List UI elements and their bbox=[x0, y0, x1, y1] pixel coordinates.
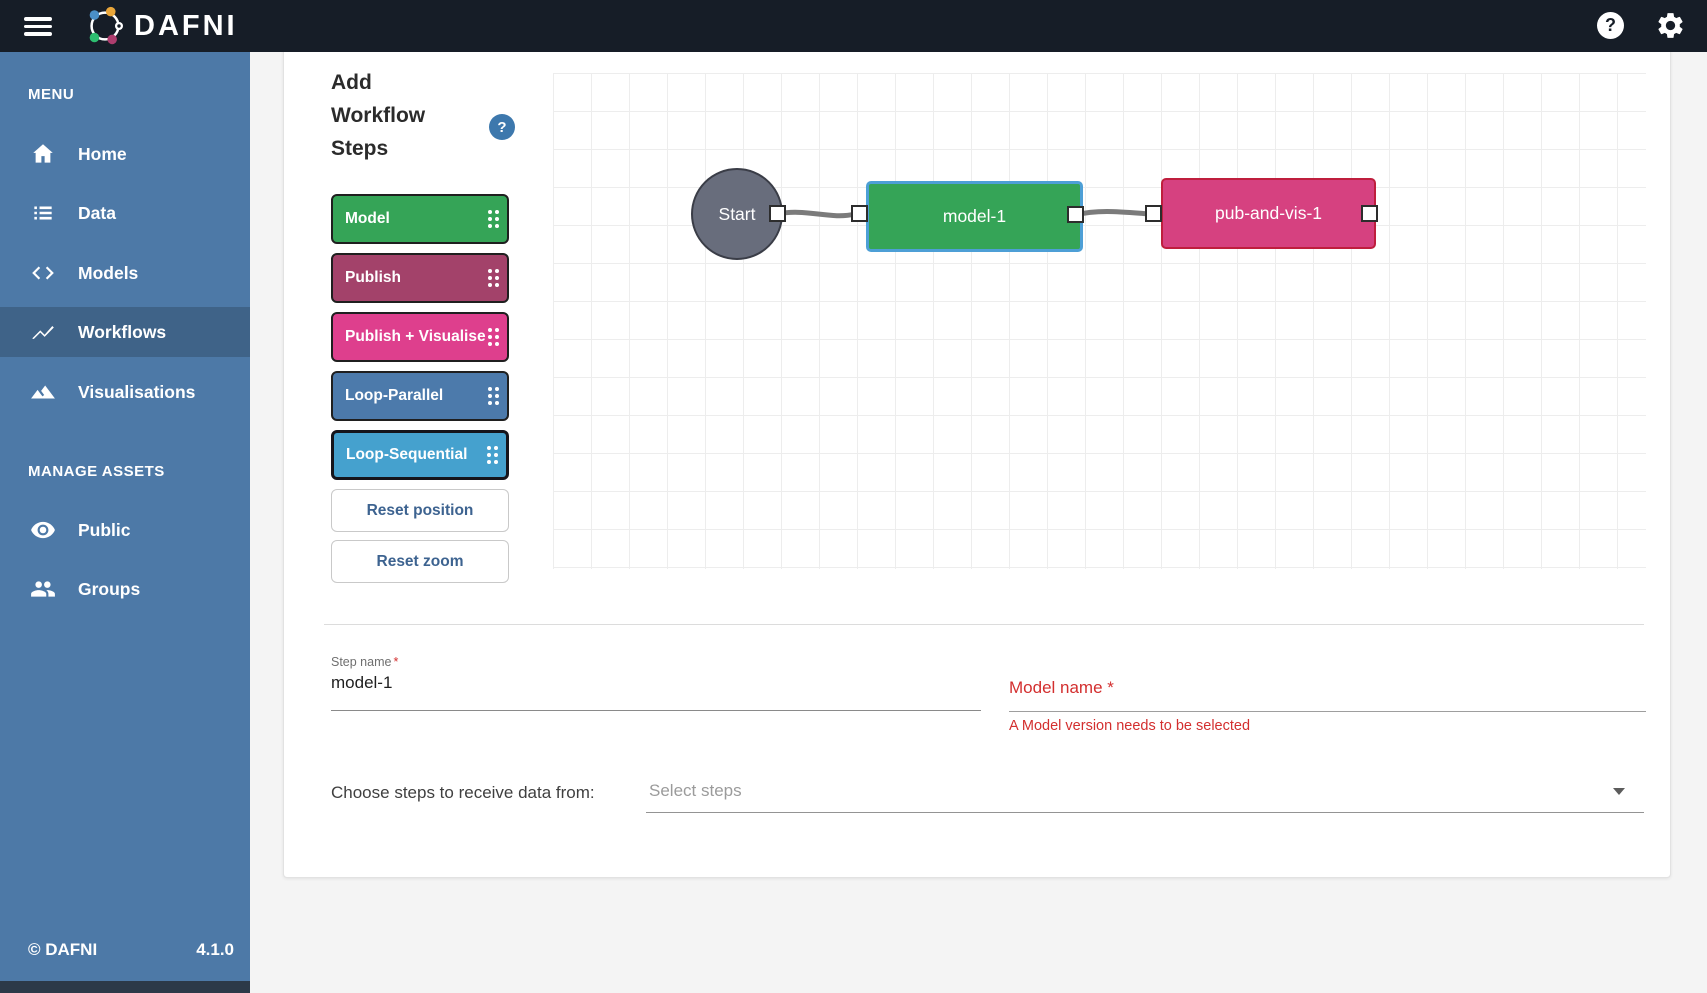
add-publish-visualise-step-button[interactable]: Publish + Visualise bbox=[331, 312, 509, 362]
hamburger-menu-icon[interactable] bbox=[24, 13, 54, 39]
sidebar-item-label: Home bbox=[78, 143, 127, 164]
port-pub-and-vis-1-output[interactable] bbox=[1361, 205, 1378, 222]
step-name-input[interactable]: model-1 bbox=[331, 673, 393, 692]
sidebar-item-label: Models bbox=[78, 262, 139, 283]
node-model-1[interactable]: model-1 bbox=[866, 181, 1083, 252]
drag-handle-icon bbox=[488, 387, 499, 405]
sidebar-item-home[interactable]: Home bbox=[0, 129, 250, 179]
port-start-output[interactable] bbox=[769, 205, 786, 222]
sidebar-item-label: Groups bbox=[78, 578, 141, 599]
step-button-label: Loop-Sequential bbox=[346, 446, 468, 463]
step-name-underline bbox=[331, 710, 981, 711]
sidebar-bottom-strip bbox=[0, 981, 250, 993]
step-button-label: Model bbox=[345, 210, 390, 227]
sidebar-item-public[interactable]: Public bbox=[0, 505, 250, 555]
form-divider bbox=[324, 624, 1644, 625]
app-bar: DAFNI ? bbox=[0, 0, 1707, 52]
question-mark-icon: ? bbox=[497, 118, 507, 136]
menu-section-label: MENU bbox=[28, 86, 75, 103]
version-text: 4.1.0 bbox=[196, 940, 234, 959]
dafni-logo-icon bbox=[89, 6, 124, 45]
add-loop-parallel-step-button[interactable]: Loop-Parallel bbox=[331, 371, 509, 421]
panel-heading: Add Workflow Steps bbox=[331, 71, 426, 160]
gear-icon bbox=[1658, 13, 1683, 38]
mountain-icon bbox=[30, 379, 56, 405]
sidebar-item-visualisations[interactable]: Visualisations bbox=[0, 367, 250, 417]
help-button[interactable]: ? bbox=[1597, 12, 1624, 39]
sidebar-item-workflows[interactable]: Workflows bbox=[0, 307, 250, 357]
reset-position-button[interactable]: Reset position bbox=[331, 489, 509, 532]
chevron-down-icon[interactable] bbox=[1613, 788, 1625, 795]
port-model-1-input[interactable] bbox=[851, 205, 868, 222]
people-icon bbox=[30, 576, 56, 602]
step-buttons-column: Model Publish Publish + Visualise Loop-P… bbox=[331, 194, 509, 583]
step-button-label: Loop-Parallel bbox=[345, 387, 444, 404]
eye-icon bbox=[30, 517, 56, 543]
sidebar-item-label: Workflows bbox=[78, 321, 167, 342]
reset-zoom-button[interactable]: Reset zoom bbox=[331, 540, 509, 583]
drag-handle-icon bbox=[488, 269, 499, 287]
step-button-label: Publish bbox=[345, 269, 401, 286]
node-pub-and-vis-1[interactable]: pub-and-vis-1 bbox=[1161, 178, 1376, 249]
edge-model-1-to-pub-and-vis-1 bbox=[1072, 208, 1152, 218]
code-icon bbox=[30, 260, 56, 286]
node-label: model-1 bbox=[942, 206, 1007, 226]
add-publish-step-button[interactable]: Publish bbox=[331, 253, 509, 303]
receive-from-label: Choose steps to receive data from: bbox=[331, 783, 595, 802]
brand-name: DAFNI bbox=[134, 9, 238, 42]
sidebar-item-label: Data bbox=[78, 202, 116, 223]
drag-handle-icon bbox=[488, 210, 499, 228]
receive-from-select[interactable]: Select steps bbox=[649, 781, 742, 800]
copyright-text: © DAFNI bbox=[28, 940, 98, 959]
node-label: Start bbox=[718, 203, 756, 224]
sidebar: MENU Home Data Models Workflows bbox=[0, 52, 250, 993]
port-pub-and-vis-1-input[interactable] bbox=[1145, 205, 1162, 222]
receive-from-underline bbox=[646, 812, 1644, 813]
required-asterisk: * bbox=[393, 655, 399, 669]
trend-line-icon bbox=[30, 319, 56, 345]
add-loop-sequential-step-button[interactable]: Loop-Sequential bbox=[331, 430, 509, 480]
list-icon bbox=[30, 200, 56, 226]
sidebar-item-data[interactable]: Data bbox=[0, 188, 250, 238]
drag-handle-icon bbox=[488, 328, 499, 346]
sidebar-item-models[interactable]: Models bbox=[0, 248, 250, 298]
manage-assets-section-label: MANAGE ASSETS bbox=[28, 463, 165, 480]
settings-button[interactable] bbox=[1655, 10, 1686, 41]
workflow-canvas[interactable]: Start model-1 pub-and-vis-1 bbox=[553, 73, 1646, 569]
node-start[interactable]: Start bbox=[691, 168, 783, 260]
drag-handle-icon bbox=[487, 446, 498, 464]
sidebar-item-label: Public bbox=[78, 519, 131, 540]
port-model-1-output[interactable] bbox=[1067, 206, 1084, 223]
sidebar-item-label: Visualisations bbox=[78, 381, 196, 402]
edge-layer bbox=[775, 208, 1152, 219]
workflow-editor-card: Add Workflow Steps ? Model Publish Publi… bbox=[283, 1, 1671, 878]
step-button-label: Publish + Visualise bbox=[345, 328, 486, 345]
panel-help-icon[interactable]: ? bbox=[489, 114, 515, 140]
step-name-label: Step name* bbox=[331, 655, 399, 669]
add-model-step-button[interactable]: Model bbox=[331, 194, 509, 244]
edge-start-to-model-1 bbox=[775, 209, 858, 219]
model-name-underline bbox=[1009, 711, 1646, 712]
sidebar-item-groups[interactable]: Groups bbox=[0, 564, 250, 614]
model-name-error-text: A Model version needs to be selected bbox=[1009, 718, 1251, 734]
model-name-label[interactable]: Model name * bbox=[1009, 678, 1114, 697]
home-icon bbox=[30, 141, 56, 167]
sidebar-footer: © DAFNI 4.1.0 bbox=[28, 940, 234, 960]
dafni-logo[interactable]: DAFNI bbox=[82, 0, 238, 52]
question-mark-icon: ? bbox=[1605, 15, 1616, 35]
node-label: pub-and-vis-1 bbox=[1215, 203, 1322, 223]
